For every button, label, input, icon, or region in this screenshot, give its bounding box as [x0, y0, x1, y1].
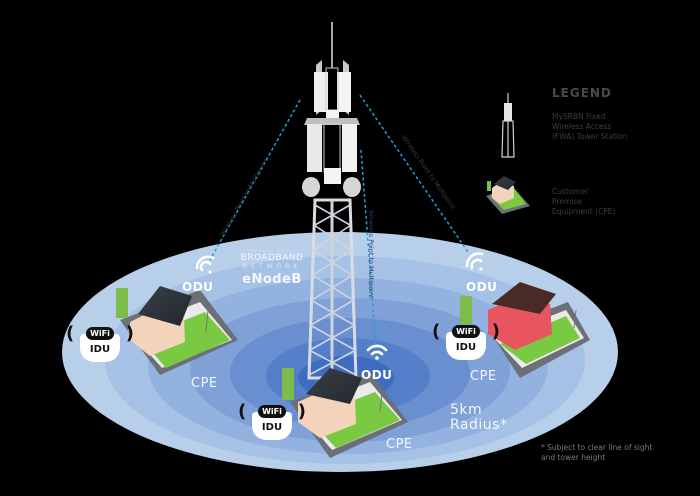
legend-item-cpe: Customer Premise Equipment (CPE) — [552, 187, 616, 216]
house-icon-right — [460, 282, 590, 378]
signal-arc-icon: ( — [432, 321, 441, 342]
odu-wifi-icon-right — [465, 252, 484, 271]
enodeb-label: eNodeB — [242, 272, 302, 287]
odu-label-left: ODU — [182, 280, 214, 294]
brand-logo: SARAWAK RURAL BROADBAND NETWORK eNodeB — [238, 249, 306, 287]
cpe-label-right: CPE — [470, 369, 497, 384]
legend-house-icon — [486, 176, 530, 214]
footnote: * Subject to clear line of sight and tow… — [541, 443, 653, 462]
idu-label: IDU — [455, 342, 477, 353]
signal-arc-icon: ) — [125, 323, 134, 344]
link-center — [360, 149, 377, 349]
idu-label: IDU — [89, 344, 111, 355]
idu-label: IDU — [261, 422, 283, 433]
brand-line1: SARAWAK RURAL — [247, 249, 297, 253]
legend-tower-icon — [501, 93, 515, 158]
wireless-links — [209, 94, 469, 349]
coverage-radius-label: 5km Radius* — [450, 402, 508, 433]
odu-wifi-icon-center — [366, 344, 388, 360]
odu-wifi-icon-left — [195, 255, 215, 274]
wifi-icon: WiFi — [86, 327, 114, 340]
cpe-label-center: CPE — [386, 437, 413, 452]
legend-title: LEGEND — [552, 86, 612, 100]
idu-badge-center: ( ) WiFi IDU — [238, 400, 306, 440]
house-icon-center — [282, 368, 408, 458]
signal-arc-icon: ( — [66, 323, 75, 344]
wifi-icon: WiFi — [452, 325, 480, 338]
signal-arc-icon: ) — [491, 321, 500, 342]
idu-badge-left: ( ) WiFi IDU — [66, 322, 134, 362]
signal-arc-icon: ) — [297, 401, 306, 422]
link-label-center: Wireless Point to Multipoint — [367, 210, 375, 299]
tower-icon — [302, 22, 361, 380]
brand-line2: BROADBAND — [240, 253, 304, 263]
odu-label-right: ODU — [466, 280, 498, 294]
odu-label-center: ODU — [361, 368, 393, 382]
house-icon-left — [116, 286, 238, 375]
link-right — [359, 94, 469, 253]
idu-badge-right: ( ) WiFi IDU — [432, 320, 500, 360]
cpe-label-left: CPE — [191, 376, 218, 391]
signal-arc-icon: ( — [238, 401, 247, 422]
legend-item-tower: MySRBN Fixed Wireless Access (FWA) Tower… — [552, 112, 628, 141]
brand-line3: NETWORK — [242, 263, 302, 270]
wifi-icon: WiFi — [258, 405, 286, 418]
